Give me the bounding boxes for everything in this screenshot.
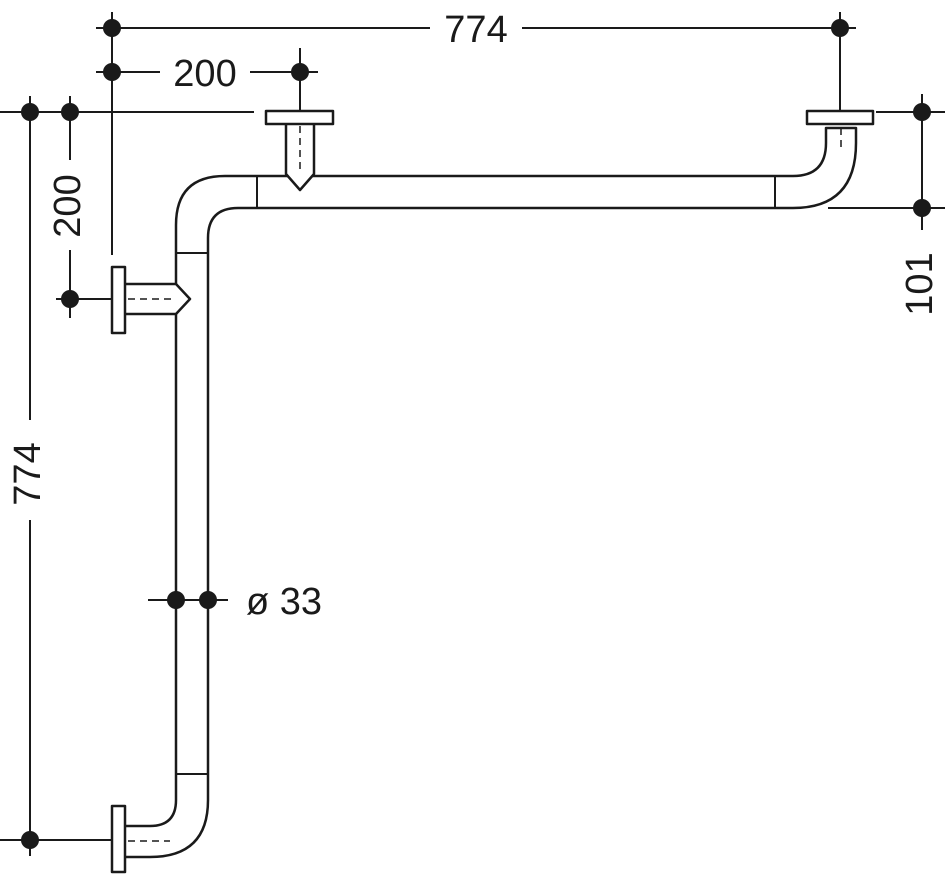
dimension-label-right-offset: 101 (899, 252, 941, 315)
dimension-dot (831, 19, 849, 37)
wall-flange-top-middle (264, 109, 335, 126)
dimension-left-offset: 200 (47, 96, 112, 318)
dimension-label-left-overall: 774 (7, 442, 49, 505)
dimension-label-diameter: ø 33 (246, 581, 322, 623)
dimension-label-top-overall: 774 (444, 9, 507, 51)
l-shaped-tube (122, 126, 858, 859)
dimension-label-top-offset: 200 (173, 53, 236, 95)
wall-flange-bottom-left (110, 804, 127, 874)
dimension-dot (199, 591, 217, 609)
dimension-right-offset: 101 (828, 94, 945, 316)
dimension-left-overall: 774 (0, 96, 254, 856)
dimension-dot (103, 19, 121, 37)
dimension-diameter: ø 33 (148, 581, 322, 623)
dimension-label-left-offset: 200 (47, 174, 89, 237)
dimension-dot (21, 831, 39, 849)
wall-flange-top-right (805, 109, 875, 126)
dimension-dot (103, 63, 121, 81)
dimension-dot (913, 103, 931, 121)
dimension-dot (61, 290, 79, 308)
dimension-top-offset: 200 (96, 48, 318, 110)
wall-flange-left-middle (110, 265, 127, 335)
dimension-dot (61, 103, 79, 121)
dimension-dot (913, 199, 931, 217)
dimension-dot (167, 591, 185, 609)
dimension-dot (291, 63, 309, 81)
grab-bar (110, 109, 875, 874)
dimension-top-overall: 774 (96, 9, 856, 255)
dimension-dot (21, 103, 39, 121)
